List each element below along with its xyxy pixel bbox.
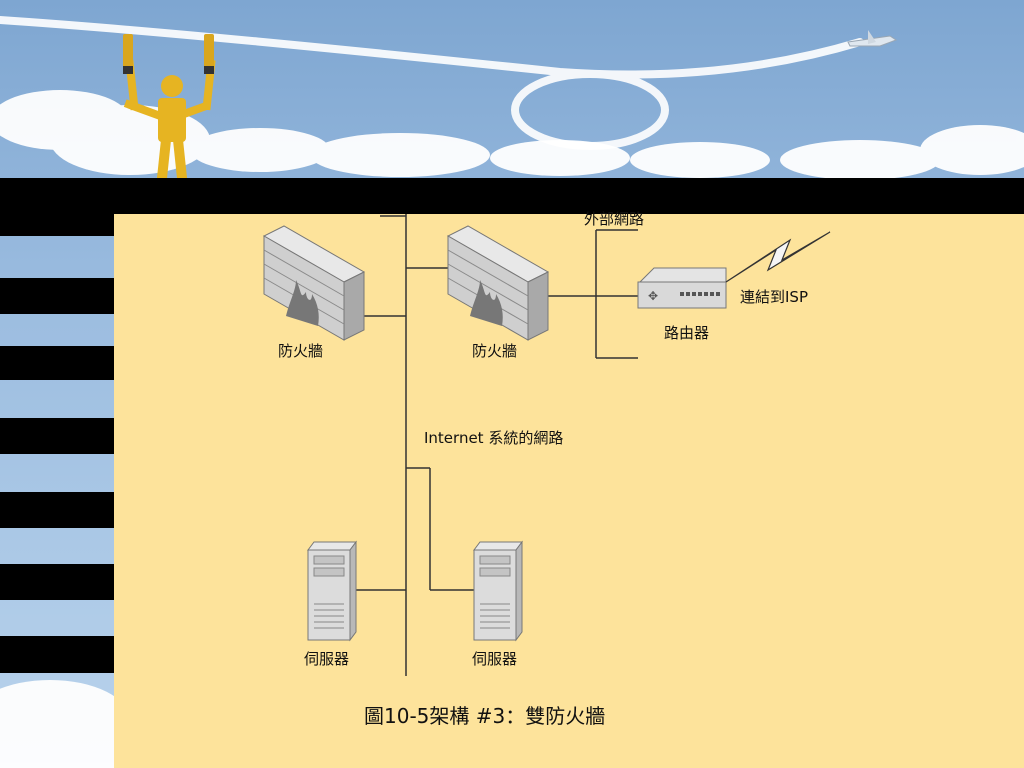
diagram-caption: 圖10-5架構 #3：雙防火牆 [364, 704, 606, 728]
top-bar [114, 178, 1024, 214]
stripe [0, 564, 114, 600]
stripe [0, 492, 114, 528]
connection-lines [356, 214, 640, 676]
router-icon: ✥ [637, 267, 727, 309]
server-left-label: 伺服器 [304, 650, 350, 668]
content-panel [114, 214, 1024, 768]
internal-network-label: Internet 系統的網路 [424, 429, 564, 447]
router-label: 路由器 [664, 324, 710, 342]
svg-text:✥: ✥ [648, 289, 658, 303]
firewall-left-label: 防火牆 [278, 342, 324, 360]
firewall-icon [446, 225, 550, 341]
stripe [0, 636, 114, 673]
firewall-icon [262, 225, 366, 341]
external-network-label: 外部網路 [584, 210, 645, 228]
stripe [0, 278, 114, 314]
server-right-label: 伺服器 [472, 650, 518, 668]
stripe [0, 418, 114, 454]
skywriting [0, 16, 864, 150]
stripe [0, 178, 114, 236]
stripe [0, 346, 114, 380]
firewall-right-label: 防火牆 [472, 342, 518, 360]
server-icon [307, 540, 357, 642]
left-stripes [0, 178, 114, 673]
isp-label: 連結到ISP [740, 288, 808, 306]
server-icon [473, 540, 523, 642]
airplane-icon [847, 30, 898, 47]
lightning-icon [725, 231, 831, 283]
